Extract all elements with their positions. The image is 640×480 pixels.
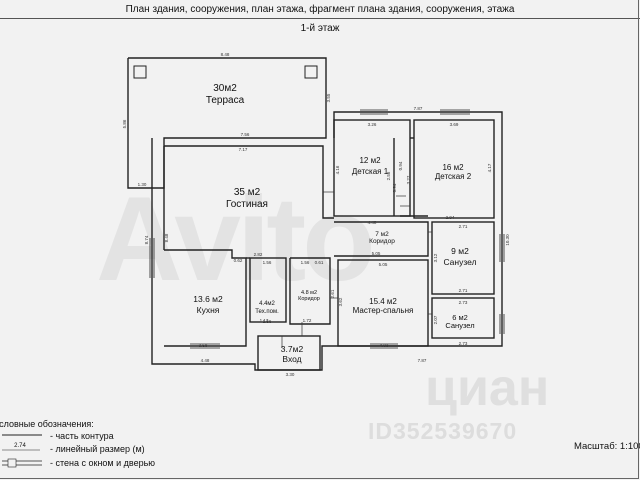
- corridor7-name: Коридор: [369, 238, 395, 245]
- bath9-area: 9 м2: [451, 246, 469, 256]
- legend-title: Условные обозначения:: [0, 419, 94, 429]
- master-name: Мастер-спальня: [353, 306, 414, 315]
- dim-corr-c: 0.94: [392, 183, 397, 192]
- dim-living-top: 7.17: [239, 147, 248, 152]
- tech-area: 4.4м2: [259, 301, 275, 307]
- master-area: 15.4 м2: [369, 297, 397, 306]
- dim-corr7-top: 2.94: [446, 215, 455, 220]
- dim-kids1-mid: 2.56: [386, 171, 391, 180]
- bath6-area: 6 м2: [452, 313, 468, 322]
- dim-terrace-top: 8.48: [221, 52, 230, 57]
- dim-small-c: 1.30: [138, 182, 147, 187]
- dim-terrace-bottom: 7.56: [241, 132, 250, 137]
- dim-bath9-left: 3.12: [433, 253, 438, 262]
- dim-kids1-top: 3.26: [368, 122, 377, 127]
- dim-terrace-right: 3.55: [326, 93, 331, 102]
- dim-corr-a: 0.94: [398, 161, 403, 170]
- terrace-name: Терраса: [206, 95, 245, 106]
- dim-tech-left: 2.82: [254, 252, 263, 257]
- kids1-name: Детская 1: [352, 167, 389, 176]
- kids2-name: Детская 2: [435, 172, 472, 181]
- dim-corr48-bottom: 1.72: [303, 318, 312, 323]
- doors: [281, 191, 432, 348]
- kitchen-area: 13.6 м2: [193, 294, 223, 304]
- legend-item-contour: - часть контура: [50, 431, 114, 441]
- corridor48-name: Коридор: [298, 296, 320, 302]
- dim-master-outer: 7.87: [418, 358, 427, 363]
- dim-small-b: 0.61: [315, 260, 324, 265]
- walls: [127, 57, 503, 371]
- living-name: Гостиная: [226, 199, 268, 210]
- kitchen-name: Кухня: [197, 305, 220, 315]
- floor-label: 1-й этаж: [300, 22, 340, 34]
- dim-small-a: 0.62: [234, 258, 243, 263]
- legend-item-dimension: - линейный размер (м): [50, 444, 145, 454]
- legend-samples: 2.74: [2, 434, 42, 468]
- dim-terrace-left: 5.86: [122, 119, 127, 128]
- dim-corr7-bottom: 5.05: [372, 251, 381, 256]
- kids1-area: 12 м2: [359, 156, 381, 165]
- dim-bath6-top: 2.73: [459, 300, 468, 305]
- dim-kitchen-bottom: 3.58: [199, 343, 208, 348]
- dim-master-left: 3.62: [338, 297, 343, 306]
- corridor48-area: 4.8 м2: [301, 290, 317, 296]
- scale-label: Масштаб: 1:100: [574, 441, 640, 452]
- windows: [149, 109, 505, 349]
- dim-living-left-outer: 8.74: [144, 235, 149, 244]
- legend-item-wall: - стена с окном и дверью: [50, 458, 156, 468]
- kids2-area: 16 м2: [442, 163, 464, 172]
- bath9-name: Санузел: [443, 257, 476, 267]
- dim-corr48-top: 1.56: [301, 260, 310, 265]
- dim-corr48-right: 2.61: [330, 289, 335, 298]
- avito-watermark: Avito: [96, 172, 376, 306]
- dim-tech-top: 1.56: [263, 260, 272, 265]
- dim-corr7-left: 4.48: [368, 220, 377, 225]
- corridor7-area: 7 м2: [375, 231, 389, 238]
- dim-bath6-bottom: 2.73: [459, 341, 468, 346]
- dim-bath9-top: 2.71: [459, 224, 468, 229]
- dim-bath6-left: 2.07: [433, 315, 438, 324]
- dim-bath9-bottom: 2.71: [459, 288, 468, 293]
- legend-sample-dim: 2.74: [14, 443, 26, 449]
- plan-title: План здания, сооружения, план этажа, фра…: [0, 0, 640, 19]
- terrace-area: 30м2: [213, 83, 237, 94]
- dim-small-d: 1.17: [260, 318, 269, 323]
- cian-watermark: циан: [425, 359, 550, 417]
- dim-entry-bottom: 3.30: [286, 372, 295, 377]
- living-area: 35 м2: [234, 187, 261, 198]
- tech-name: Тех.пом.: [255, 309, 279, 315]
- dim-kids2-right: 4.17: [487, 163, 492, 172]
- dim-master-top: 5.05: [379, 262, 388, 267]
- dim-corr-b: 3.27: [406, 175, 411, 184]
- dim-master-bottom: 4.03: [380, 343, 389, 348]
- bath6-name: Санузел: [445, 321, 474, 330]
- dim-kids2-top: 3.69: [450, 122, 459, 127]
- entry-area: 3.7м2: [281, 344, 304, 354]
- cian-id-watermark: ID352539670: [368, 418, 518, 444]
- dim-living-left-inner: 8.48: [164, 233, 169, 242]
- dim-tech-bottom: 1.56: [263, 319, 272, 324]
- dim-right-top: 7.87: [414, 106, 423, 111]
- dim-bath9-right: 10.30: [505, 234, 510, 246]
- dim-kitchen-outer: 4.48: [201, 358, 210, 363]
- entry-name: Вход: [282, 354, 301, 364]
- dim-kids1-left: 4.16: [335, 165, 340, 174]
